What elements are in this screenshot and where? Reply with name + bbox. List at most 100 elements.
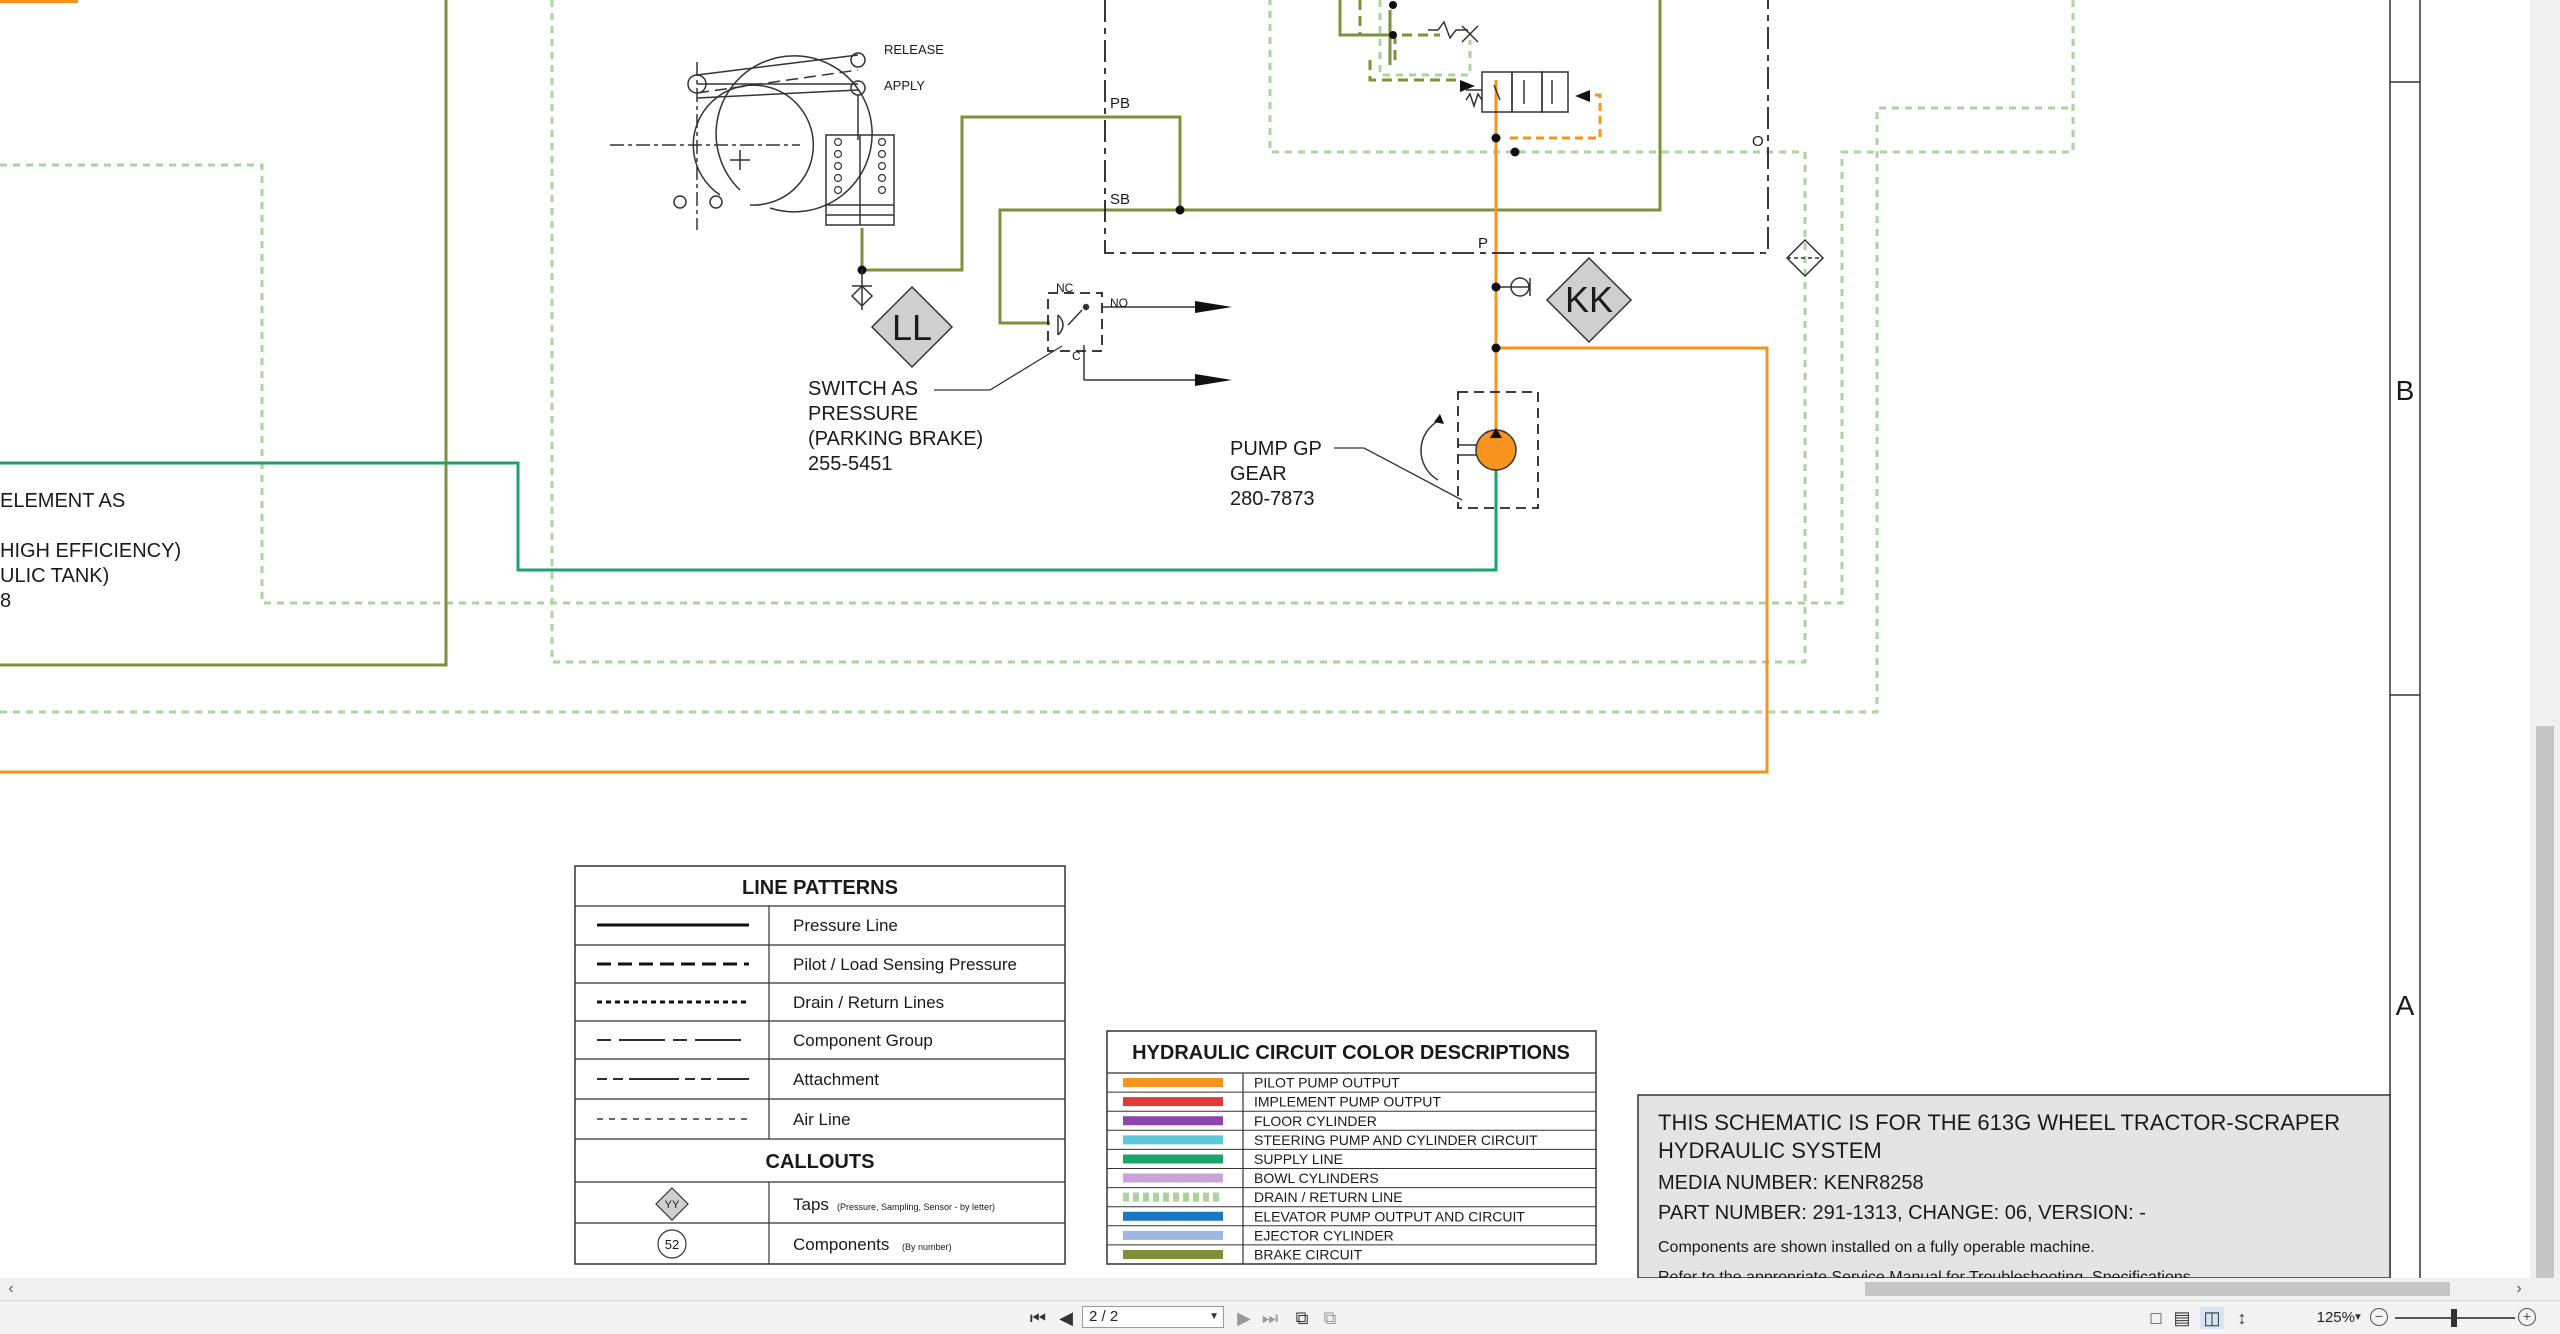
pb-port-label: PB: [1110, 95, 1130, 112]
chevron-down-icon: ▼: [1209, 1311, 1219, 1322]
p-port-label: P: [1478, 235, 1488, 252]
zoom-dropdown-icon[interactable]: ▼: [2353, 1312, 2363, 1323]
kk-tap-diamond: [1545, 256, 1633, 344]
svg-text:8: 8: [0, 590, 11, 612]
control-valve-cluster: [1428, 20, 1569, 113]
tap-note: (Pressure, Sampling, Sensor - by letter): [837, 1202, 995, 1212]
switch-output-arrow: [1195, 301, 1232, 313]
pilot-pump-dashed: [1510, 93, 1602, 140]
svg-text:ELEMENT AS: ELEMENT AS: [0, 490, 125, 512]
legend-row-label: Air Line: [793, 1110, 851, 1129]
zoom-slider-thumb[interactable]: [2451, 1309, 2457, 1327]
media-number: MEDIA NUMBER: KENR8258: [1658, 1172, 1924, 1194]
pressure-switch: [1057, 303, 1195, 381]
scroll-left-icon[interactable]: ‹: [8, 1280, 14, 1297]
pump-group-boundary: [1047, 292, 1539, 509]
junction-dot: [1491, 133, 1501, 143]
svg-text:HIGH EFFICIENCY): HIGH EFFICIENCY): [0, 540, 181, 562]
zoom-in-icon[interactable]: +: [2518, 1308, 2536, 1326]
svg-text:SWITCH AS: SWITCH AS: [808, 378, 918, 400]
component-symbol-text: 52: [665, 1237, 679, 1252]
title-line-2: HYDRAULIC SYSTEM: [1658, 1138, 1882, 1163]
first-page-icon[interactable]: ⏮: [1029, 1308, 1047, 1328]
no-label: NO: [1110, 296, 1128, 310]
tap-symbol-text: YY: [665, 1199, 680, 1211]
component-callout-circle: [657, 1229, 687, 1259]
page-number-select[interactable]: 2 / 2 ▼: [1082, 1306, 1224, 1328]
valve-pilot-arrow: [1575, 90, 1590, 102]
pages-view-icon[interactable]: ⧉: [1295, 1308, 1309, 1328]
component-label: Components: [793, 1235, 889, 1254]
legend-row-label: Component Group: [793, 1031, 933, 1050]
switch-leader-line: [934, 345, 1063, 391]
single-page-view-icon[interactable]: □: [2150, 1308, 2162, 1328]
page-number-value: 2 / 2: [1089, 1308, 1119, 1325]
previous-page-icon[interactable]: ◀: [1059, 1308, 1073, 1328]
brake-circuit-lines: [0, 0, 1662, 667]
legend-row-label: Drain / Return Lines: [793, 993, 944, 1012]
nc-label: NC: [1056, 281, 1074, 295]
junction-dot: [1510, 147, 1520, 157]
vertical-scroll-thumb[interactable]: [2536, 726, 2554, 1278]
svg-text:PUMP GP: PUMP GP: [1230, 438, 1322, 460]
color-row-label: STEERING PUMP AND CYLINDER CIRCUIT: [1254, 1132, 1538, 1148]
junction-dot: [1491, 343, 1501, 353]
junction-dot: [1175, 205, 1185, 215]
pump-leader-line: [1334, 447, 1463, 501]
color-row-label: IMPLEMENT PUMP OUTPUT: [1254, 1094, 1441, 1110]
filter-diamond-symbol: [1785, 238, 1825, 278]
color-row-label: BOWL CYLINDERS: [1254, 1170, 1379, 1186]
o-port-label: O: [1752, 133, 1764, 150]
tap-label: Taps: [793, 1195, 829, 1214]
line-patterns-title: LINE PATTERNS: [742, 877, 898, 899]
switch-output-arrow: [1195, 374, 1232, 386]
svg-text:255-5451: 255-5451: [808, 453, 893, 475]
scroll-right-icon[interactable]: ›: [2516, 1280, 2522, 1297]
horizontal-scroll-thumb[interactable]: [1865, 1282, 2450, 1296]
supply-line: [0, 461, 1498, 572]
svg-text:GEAR: GEAR: [1230, 463, 1287, 485]
color-row-label: PILOT PUMP OUTPUT: [1254, 1075, 1400, 1091]
horizontal-scrollbar[interactable]: ‹ ›: [0, 1278, 2530, 1300]
switch-callout-text: SWITCH AS PRESSURE (PARKING BRAKE) 255-5…: [808, 378, 983, 475]
filter-element-callout-text: ELEMENT AS HIGH EFFICIENCY) ULIC TANK) 8: [0, 490, 181, 612]
page-tab-marker: [0, 0, 78, 3]
two-page-view-icon[interactable]: ◫: [2200, 1307, 2224, 1329]
thumbnails-view-icon[interactable]: ⧉: [1323, 1308, 1337, 1328]
next-page-icon[interactable]: ▶: [1237, 1308, 1251, 1328]
component-note: (By number): [902, 1242, 952, 1252]
legend-row-label: Pressure Line: [793, 916, 898, 935]
last-page-icon[interactable]: ⏭: [1261, 1308, 1279, 1328]
kk-tap-label: KK: [1565, 279, 1613, 320]
gear-pump-drive: [1420, 419, 1476, 481]
zoom-out-icon[interactable]: −: [2370, 1308, 2388, 1326]
brake-pilot-dashed: [1358, 0, 1460, 82]
tap-callout-diamond: [655, 1187, 689, 1221]
svg-text:PRESSURE: PRESSURE: [808, 403, 918, 425]
zone-b-label: B: [2396, 375, 2415, 406]
viewer-toolbar: ⏮ ◀ 2 / 2 ▼ ▶ ⏭ ⧉ ⧉ □ ▤ ◫ ↕ 125% ▼ − +: [0, 1300, 2560, 1334]
parking-brake-actuator: [610, 52, 895, 230]
svg-text:280-7873: 280-7873: [1230, 488, 1315, 510]
continuous-view-icon[interactable]: ▤: [2173, 1308, 2191, 1328]
color-descriptions-legend: HYDRAULIC CIRCUIT COLOR DESCRIPTIONS PIL…: [1106, 1030, 1597, 1265]
svg-text:(PARKING BRAKE): (PARKING BRAKE): [808, 428, 983, 450]
zoom-level[interactable]: 125%: [2316, 1309, 2355, 1326]
vertical-scrollbar[interactable]: [2530, 0, 2560, 1278]
kk-tap-check-valve: [1496, 277, 1531, 297]
title-line-1: THIS SCHEMATIC IS FOR THE 613G WHEEL TRA…: [1658, 1110, 2340, 1135]
title-note-1: Components are shown installed on a full…: [1658, 1239, 2095, 1256]
pilot-pump-lines: [0, 80, 1769, 774]
sb-port-label: SB: [1110, 191, 1130, 208]
pump-callout-text: PUMP GP GEAR 280-7873: [1230, 438, 1322, 510]
legend-row-label: Pilot / Load Sensing Pressure: [793, 955, 1017, 974]
brake-spring-coils: [833, 137, 887, 195]
drawing-border-zones: [2389, 0, 2421, 1278]
svg-text:ULIC TANK): ULIC TANK): [0, 565, 109, 587]
ll-tap-check-valve: [850, 270, 874, 310]
part-number: PART NUMBER: 291-1313, CHANGE: 06, VERSI…: [1658, 1202, 2146, 1224]
fit-width-icon[interactable]: ↕: [2237, 1308, 2247, 1328]
junction-dot: [1491, 282, 1501, 292]
valve-pilot-arrow: [1460, 80, 1475, 92]
